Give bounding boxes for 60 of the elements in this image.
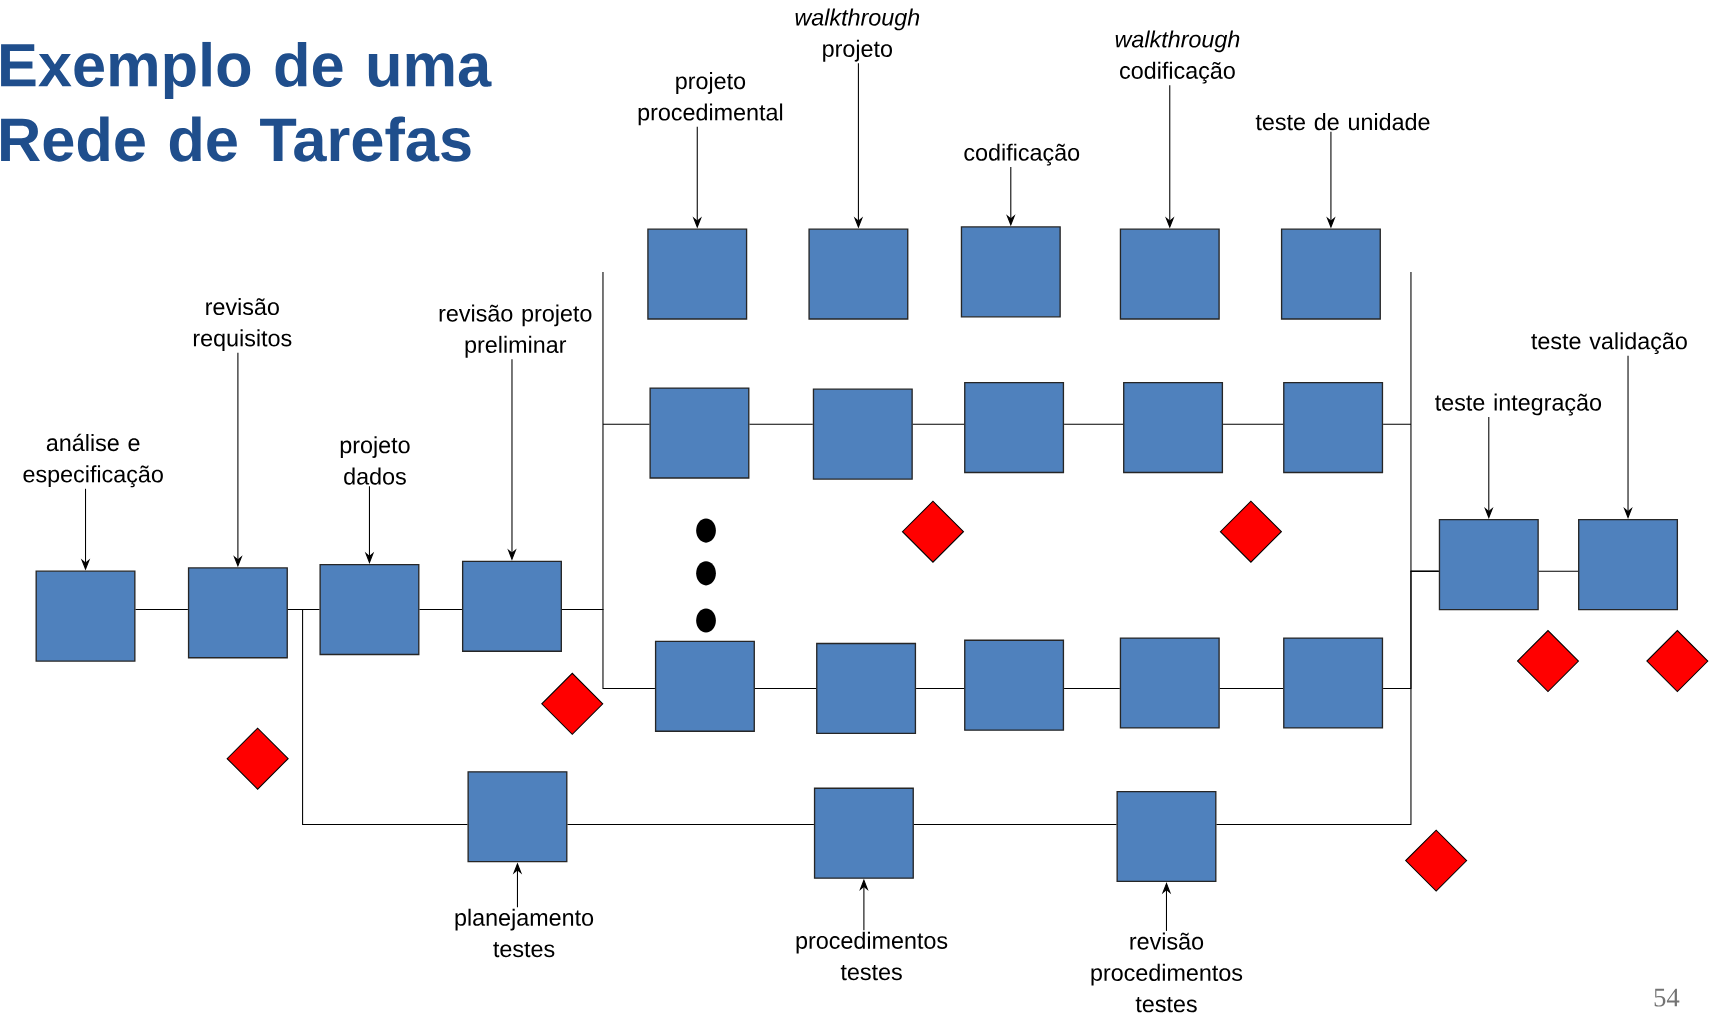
task-label: projeto dados — [340, 436, 410, 485]
task-label: planejamento testes — [455, 908, 594, 958]
task-box — [187, 567, 288, 659]
connector-line — [418, 609, 463, 611]
connector-line — [1538, 570, 1579, 572]
task-label: teste de unidade — [1255, 113, 1430, 131]
milestone-diamond — [1646, 629, 1709, 693]
connector-line — [1063, 423, 1124, 425]
task-box — [1119, 228, 1220, 320]
task-box — [1119, 637, 1220, 729]
task-box — [1283, 381, 1384, 474]
task-box — [654, 640, 755, 732]
task-label: projeto procedimental — [638, 72, 783, 126]
task-box — [816, 642, 917, 735]
connector-line — [754, 687, 817, 689]
task-box — [1438, 518, 1539, 611]
task-box — [1280, 228, 1381, 320]
connector-line — [135, 609, 189, 611]
connector-line — [913, 823, 1117, 825]
task-box — [960, 226, 1061, 318]
milestone-diamond — [1404, 829, 1468, 892]
task-label: procedimentos testes — [796, 931, 948, 981]
connector-line — [1219, 687, 1284, 689]
connector-line — [287, 609, 468, 825]
task-label: revisão procedimentos testes — [1091, 932, 1243, 1013]
task-label: análise e especificação — [23, 433, 163, 488]
task-label: walkthrough codificação — [1115, 30, 1240, 84]
task-box — [964, 639, 1065, 731]
task-box — [808, 228, 909, 320]
task-box — [319, 563, 420, 656]
task-label: teste validação — [1531, 332, 1687, 355]
connector-line — [748, 423, 814, 425]
task-box — [649, 387, 750, 479]
page-number: 54 — [1654, 988, 1680, 1007]
task-label: revisão requisitos — [193, 297, 292, 352]
connector-line — [912, 423, 965, 425]
task-label: revisão projeto preliminar — [439, 304, 592, 358]
task-box — [461, 560, 562, 652]
milestone-diamond — [226, 727, 289, 790]
task-box — [1116, 790, 1217, 883]
task-box — [647, 228, 748, 320]
task-box — [1283, 637, 1384, 729]
task-box — [35, 570, 136, 662]
connector-line — [1063, 687, 1121, 689]
connector-line — [915, 687, 965, 689]
task-label: teste integração — [1435, 393, 1602, 416]
connector-line — [561, 609, 656, 689]
task-box — [813, 787, 914, 879]
title: Exemplo de uma Rede de Tarefas — [1, 41, 492, 162]
task-box — [1578, 518, 1679, 611]
connector-line — [566, 823, 815, 825]
task-label: walkthrough projeto — [795, 8, 920, 62]
task-box — [964, 381, 1065, 474]
connector-line — [1215, 570, 1440, 825]
arrow — [1484, 416, 1494, 519]
connector-line — [1222, 423, 1284, 425]
task-box — [812, 388, 913, 480]
task-box — [1123, 381, 1224, 474]
task-label: codificação — [964, 143, 1080, 166]
task-box — [467, 771, 568, 863]
